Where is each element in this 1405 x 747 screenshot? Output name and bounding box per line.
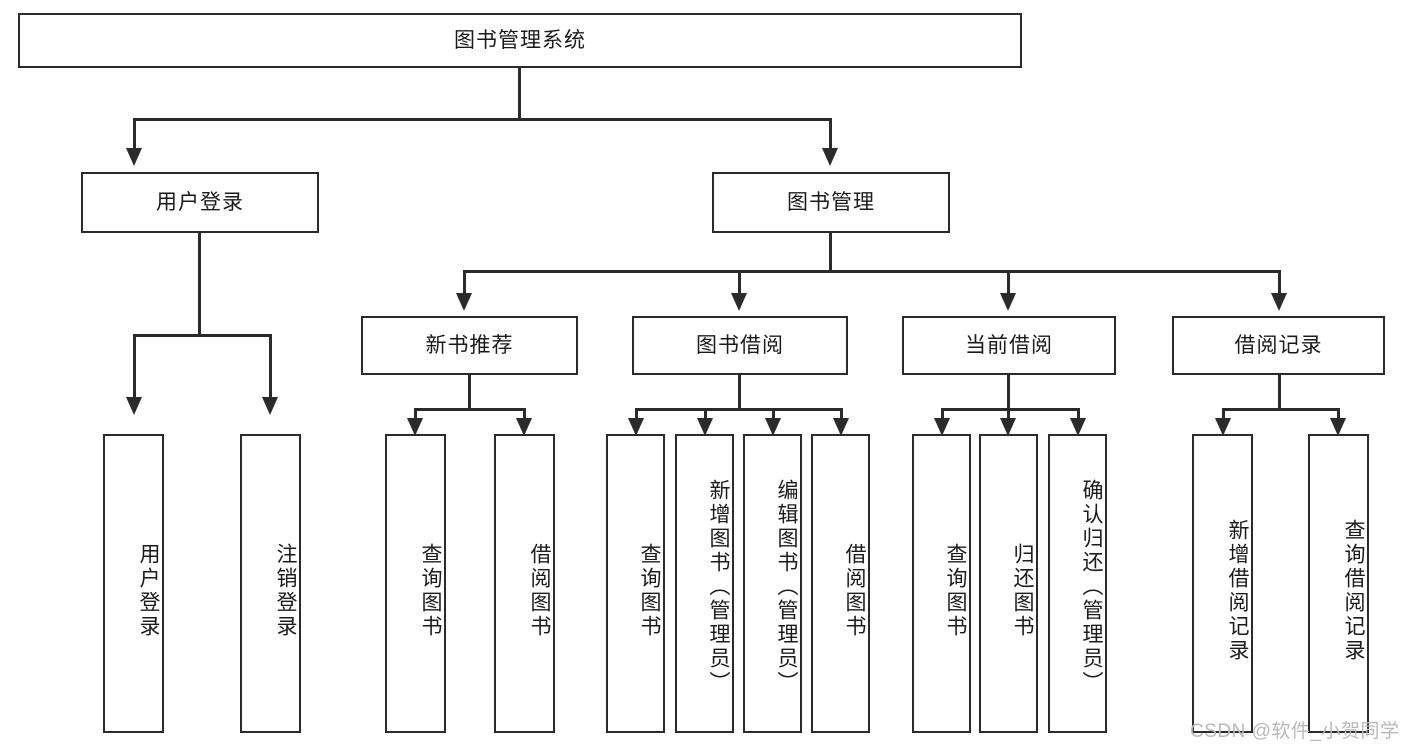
edge-user-login-stem [198, 233, 201, 336]
leaf-add-book[interactable]: 新增图书（管理员） [675, 434, 734, 733]
arrow-book-manage-to-new-book [456, 293, 472, 311]
leaf-add-book-label: 新增图书（管理员） [707, 478, 730, 695]
edge-new-book-bar [414, 408, 526, 411]
arrow-current-borrow-to-leaf-2 [1000, 418, 1016, 436]
leaf-user-logout[interactable]: 注销登录 [240, 434, 301, 733]
node-current-borrow[interactable]: 当前借阅 [902, 316, 1116, 375]
edge-borrow-record-to-leaf-2 [1337, 408, 1340, 422]
edge-user-login-to-leaf-2 [269, 334, 272, 399]
node-root[interactable]: 图书管理系统 [18, 13, 1022, 68]
arrow-book-borrow-to-leaf-4 [833, 418, 849, 436]
leaf-user-login-label: 用户登录 [137, 542, 160, 639]
edge-book-borrow-to-leaf-2 [704, 408, 707, 422]
arrow-book-borrow-to-leaf-2 [697, 418, 713, 436]
node-borrow-record-label: 借阅记录 [1234, 333, 1323, 357]
edge-new-book-to-leaf-2 [523, 408, 526, 422]
edge-book-borrow-to-leaf-4 [840, 408, 843, 422]
edge-book-borrow-to-leaf-3 [772, 408, 775, 422]
leaf-borrow-book-1-label: 借阅图书 [528, 542, 551, 639]
arrow-borrow-record-to-leaf-2 [1330, 418, 1346, 436]
leaf-query-book-1[interactable]: 查询图书 [385, 434, 446, 733]
leaf-return-book[interactable]: 归还图书 [979, 434, 1038, 733]
node-user-login[interactable]: 用户登录 [81, 172, 319, 233]
leaf-return-book-label: 归还图书 [1011, 542, 1034, 639]
edge-current-borrow-bar [941, 408, 1080, 411]
leaf-confirm-return[interactable]: 确认归还（管理员） [1048, 434, 1107, 733]
arrow-new-book-to-leaf-2 [516, 418, 532, 436]
node-user-login-label: 用户登录 [156, 190, 244, 214]
edge-borrow-record-stem [1278, 375, 1281, 411]
arrow-new-book-to-leaf-1 [407, 418, 423, 436]
arrow-user-login-to-leaf-2 [262, 397, 278, 415]
arrow-current-borrow-to-leaf-3 [1070, 418, 1086, 436]
node-current-borrow-label: 当前借阅 [965, 333, 1053, 357]
leaf-edit-book[interactable]: 编辑图书（管理员） [743, 434, 802, 733]
leaf-borrow-book-2-label: 借阅图书 [843, 542, 866, 639]
arrow-user-login-to-leaf-1 [126, 397, 142, 415]
arrow-book-manage-to-book-borrow [731, 293, 747, 311]
leaf-add-record-label: 新增借阅记录 [1226, 518, 1249, 663]
node-book-borrow[interactable]: 图书借阅 [632, 316, 848, 375]
edge-current-borrow-to-leaf-3 [1077, 408, 1080, 422]
edge-book-manage-to-book-borrow [738, 270, 741, 295]
node-root-label: 图书管理系统 [454, 28, 586, 52]
leaf-query-book-2[interactable]: 查询图书 [606, 434, 665, 733]
edge-root-to-book-manage [829, 118, 832, 150]
edge-root-to-user-login [133, 118, 136, 150]
edge-book-manage-stem [829, 233, 832, 273]
edge-borrow-record-to-leaf-1 [1222, 408, 1225, 422]
arrow-current-borrow-to-leaf-1 [934, 418, 950, 436]
edge-current-borrow-stem [1007, 375, 1010, 411]
leaf-borrow-book-2[interactable]: 借阅图书 [811, 434, 870, 733]
edge-user-login-to-leaf-1 [133, 334, 136, 399]
arrow-root-to-book-manage [822, 148, 838, 166]
leaf-user-login[interactable]: 用户登录 [103, 434, 164, 733]
node-new-book-recommend-label: 新书推荐 [425, 333, 514, 357]
arrow-root-to-user-login [126, 148, 142, 166]
node-new-book-recommend[interactable]: 新书推荐 [361, 316, 578, 375]
edge-current-borrow-to-leaf-2 [1007, 408, 1010, 422]
edge-book-borrow-stem [738, 375, 741, 411]
csdn-watermark: CSDN @软件_小贺同学 [1190, 721, 1400, 742]
edge-new-book-stem [468, 375, 471, 411]
leaf-user-logout-label: 注销登录 [274, 542, 297, 639]
node-book-manage-label: 图书管理 [787, 190, 875, 214]
leaf-query-book-1-label: 查询图书 [419, 542, 442, 639]
edge-book-manage-to-new-book [463, 270, 466, 295]
edge-book-manage-to-current-borrow [1007, 270, 1010, 295]
leaf-add-record[interactable]: 新增借阅记录 [1192, 434, 1253, 733]
arrow-book-manage-to-current-borrow [1000, 293, 1016, 311]
leaf-query-book-3-label: 查询图书 [944, 542, 967, 639]
arrow-book-manage-to-borrow-record [1271, 293, 1287, 311]
leaf-query-record-label: 查询借阅记录 [1342, 518, 1365, 663]
leaf-edit-book-label: 编辑图书（管理员） [775, 478, 798, 695]
edge-book-manage-to-borrow-record [1278, 270, 1281, 295]
node-book-borrow-label: 图书借阅 [696, 333, 784, 357]
arrow-book-borrow-to-leaf-1 [628, 418, 644, 436]
edge-root-stem [518, 68, 521, 120]
arrow-book-borrow-to-leaf-3 [765, 418, 781, 436]
leaf-query-book-2-label: 查询图书 [638, 542, 661, 639]
edge-new-book-to-leaf-1 [414, 408, 417, 422]
edge-book-manage-bar [463, 270, 1281, 273]
leaf-query-book-3[interactable]: 查询图书 [912, 434, 971, 733]
edge-book-borrow-bar [635, 408, 843, 411]
edge-book-borrow-to-leaf-1 [635, 408, 638, 422]
edge-borrow-record-bar [1222, 408, 1340, 411]
node-book-manage[interactable]: 图书管理 [712, 172, 950, 233]
edge-user-login-bar [133, 334, 272, 337]
arrow-borrow-record-to-leaf-1 [1215, 418, 1231, 436]
node-borrow-record[interactable]: 借阅记录 [1172, 316, 1385, 375]
edge-root-bar [133, 118, 832, 121]
leaf-confirm-return-label: 确认归还（管理员） [1080, 478, 1103, 695]
edge-current-borrow-to-leaf-1 [941, 408, 944, 422]
leaf-borrow-book-1[interactable]: 借阅图书 [494, 434, 555, 733]
leaf-query-record[interactable]: 查询借阅记录 [1308, 434, 1369, 733]
